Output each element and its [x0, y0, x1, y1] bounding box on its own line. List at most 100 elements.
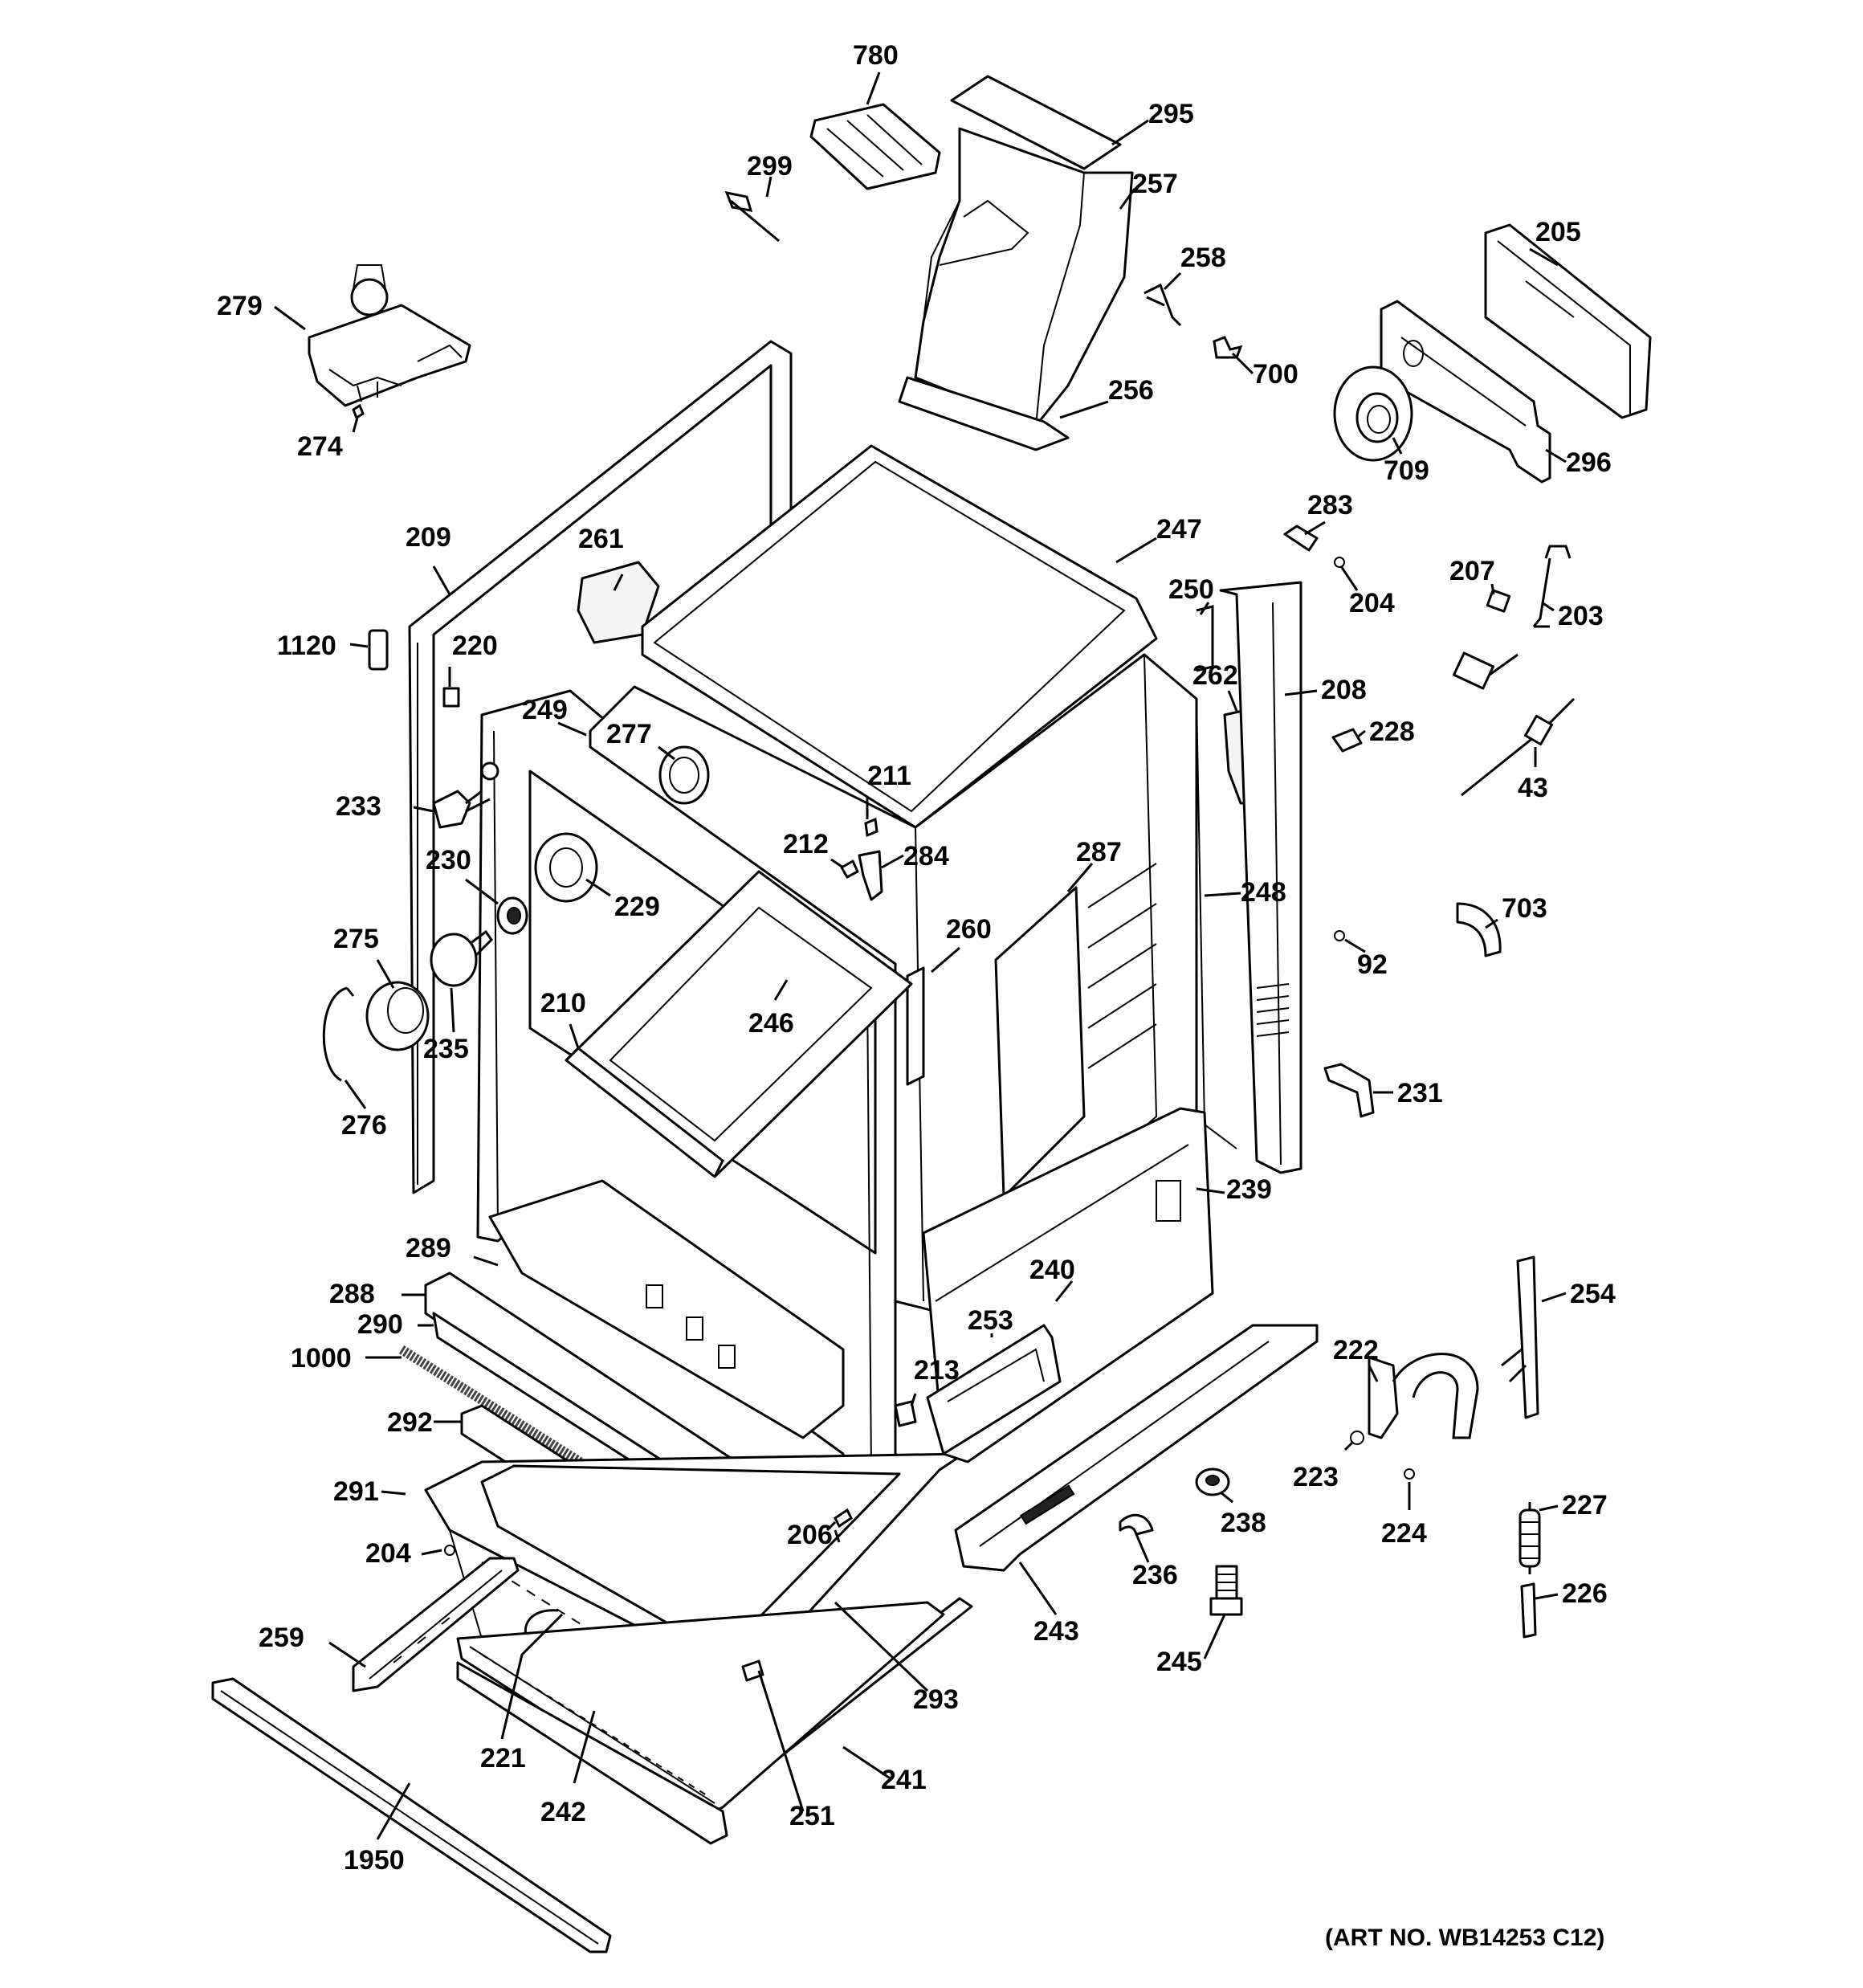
part-254	[1501, 1255, 1539, 1419]
label-203: 203	[1558, 601, 1604, 631]
art-number: (ART NO. WB14253 C12)	[1325, 1925, 1604, 1951]
part-780	[809, 103, 941, 190]
label-242: 242	[540, 1797, 586, 1827]
part-291	[424, 1452, 965, 1769]
label-235: 235	[423, 1034, 469, 1064]
label-1950: 1950	[344, 1845, 405, 1876]
label-209: 209	[406, 522, 451, 553]
label-780: 780	[853, 40, 899, 71]
label-223: 223	[1293, 1462, 1339, 1492]
label-257: 257	[1132, 169, 1178, 199]
part-204b	[444, 1545, 455, 1556]
label-260: 260	[946, 914, 992, 945]
label-239: 239	[1226, 1174, 1272, 1205]
label-279: 279	[217, 291, 263, 321]
label-254: 254	[1570, 1279, 1616, 1309]
part-210	[565, 1047, 724, 1178]
label-210: 210	[540, 988, 586, 1018]
part-1950	[211, 1677, 612, 1953]
label-293: 293	[913, 1684, 959, 1715]
label-229: 229	[614, 892, 660, 922]
label-240: 240	[1029, 1255, 1075, 1285]
part-222	[1368, 1353, 1479, 1439]
part-275	[365, 981, 430, 1051]
label-226: 226	[1562, 1578, 1608, 1609]
part-230	[496, 896, 528, 935]
label-296: 296	[1566, 447, 1612, 478]
part-labels: 780 295 299 257 258 205 279 700 274 256 …	[217, 40, 1616, 1876]
label-231: 231	[1397, 1078, 1443, 1108]
part-299	[724, 190, 780, 243]
part-226	[1520, 1582, 1537, 1639]
label-230: 230	[426, 845, 471, 876]
label-1000: 1000	[291, 1343, 352, 1374]
part-253	[926, 1324, 1062, 1455]
part-223	[1350, 1431, 1364, 1445]
label-1120: 1120	[277, 631, 336, 661]
label-251: 251	[789, 1801, 835, 1831]
part-224	[1404, 1468, 1415, 1480]
label-249: 249	[522, 695, 568, 725]
label-221: 221	[480, 1743, 526, 1774]
label-289: 289	[406, 1233, 451, 1263]
part-284	[858, 850, 883, 901]
part-700	[1213, 336, 1243, 359]
label-253: 253	[968, 1305, 1013, 1336]
leader-lines	[274, 71, 1567, 1840]
part-92	[1334, 930, 1345, 941]
label-204-bottom: 204	[365, 1538, 411, 1569]
part-287	[994, 886, 1086, 1198]
label-245: 245	[1156, 1647, 1202, 1677]
part-279	[308, 264, 471, 407]
part-43	[1461, 697, 1576, 797]
part-258	[1143, 283, 1182, 327]
part-242	[456, 1661, 728, 1845]
part-205	[1484, 223, 1652, 419]
label-261: 261	[578, 524, 624, 554]
label-247: 247	[1156, 514, 1202, 545]
part-228	[1331, 728, 1363, 753]
label-241: 241	[881, 1765, 927, 1795]
part-209	[408, 340, 793, 1194]
label-220: 220	[452, 631, 498, 661]
label-288: 288	[329, 1279, 375, 1309]
label-236: 236	[1132, 1560, 1178, 1590]
label-709: 709	[1384, 455, 1429, 486]
label-700: 700	[1253, 359, 1298, 390]
label-222: 222	[1333, 1335, 1379, 1365]
part-274	[352, 403, 365, 420]
part-231	[1323, 1063, 1375, 1118]
part-207	[1486, 589, 1511, 613]
part-243	[954, 1324, 1319, 1572]
label-43: 43	[1518, 773, 1548, 803]
label-246: 246	[748, 1008, 794, 1039]
part-229	[534, 832, 598, 903]
label-248: 248	[1241, 877, 1286, 908]
label-205: 205	[1535, 217, 1581, 247]
label-274: 274	[297, 431, 343, 462]
part-277	[658, 745, 710, 805]
part-208	[1219, 581, 1302, 1174]
label-295: 295	[1148, 99, 1194, 129]
part-227	[1519, 1502, 1541, 1574]
part-289	[488, 1179, 845, 1439]
label-299: 299	[747, 151, 793, 182]
label-227: 227	[1562, 1490, 1608, 1521]
part-245	[1209, 1565, 1243, 1616]
label-276: 276	[341, 1110, 387, 1141]
label-204-top: 204	[1349, 588, 1395, 618]
label-283: 283	[1307, 490, 1353, 520]
part-235	[430, 929, 493, 987]
label-275: 275	[333, 924, 379, 954]
label-291: 291	[333, 1476, 379, 1507]
label-211: 211	[867, 761, 911, 791]
part-260	[906, 966, 925, 1086]
line-art	[211, 75, 1652, 1953]
part-1120	[368, 629, 389, 671]
label-250: 250	[1168, 574, 1214, 605]
part-709	[1333, 365, 1413, 462]
part-296	[1380, 300, 1551, 484]
label-290: 290	[357, 1309, 403, 1340]
part-251	[741, 1659, 764, 1682]
